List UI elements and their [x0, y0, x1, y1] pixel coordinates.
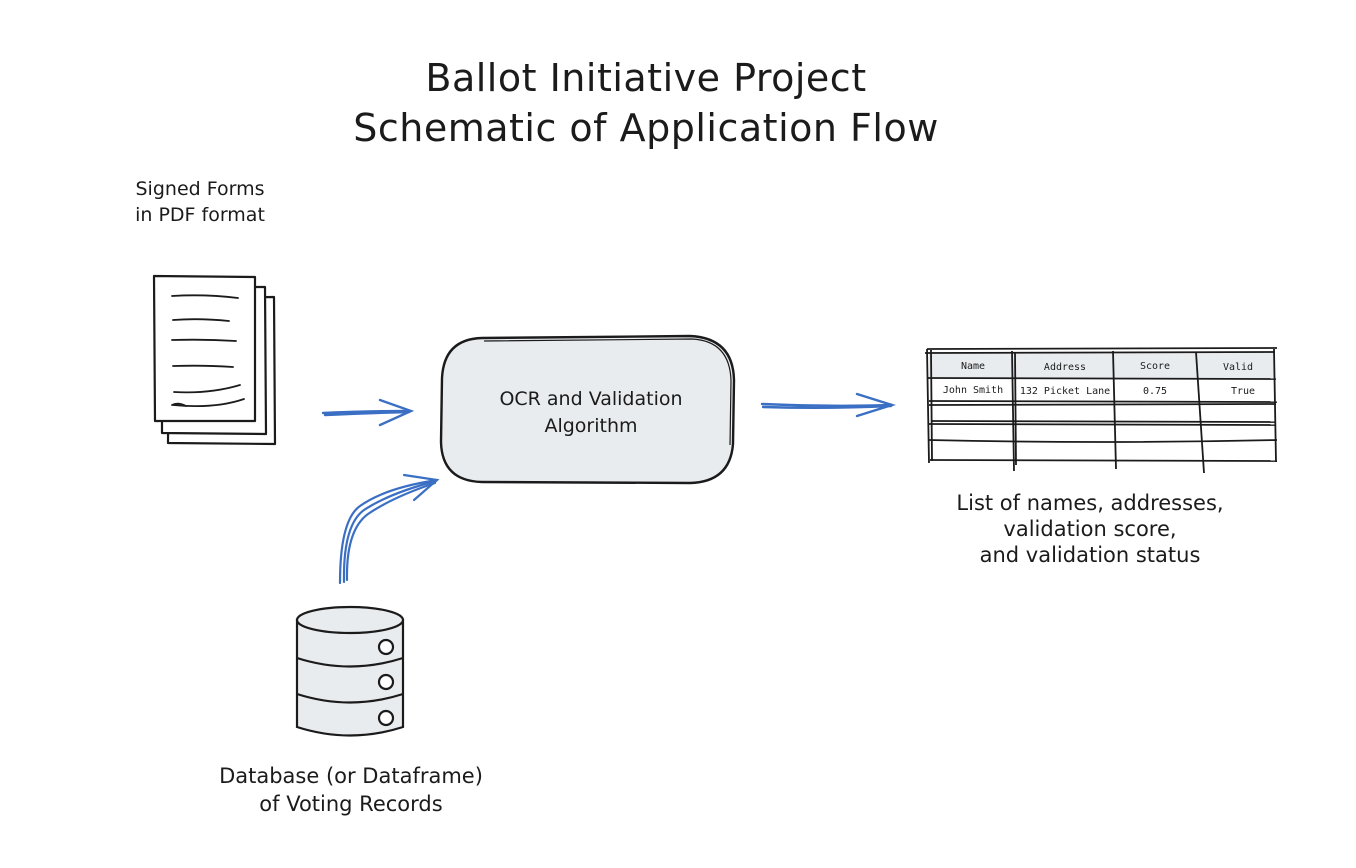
output-caption-line3: and validation status — [979, 543, 1201, 567]
database-icon — [295, 605, 405, 737]
forms-caption-line2: in PDF format — [135, 204, 265, 226]
database-caption-line1: Database (or Dataframe) — [219, 764, 483, 788]
diagram-title-line1: Ballot Initiative Project — [425, 56, 867, 100]
table-cell-score: 0.75 — [1143, 386, 1167, 397]
arrow-db-to-process — [338, 473, 440, 585]
database-caption: Database (or Dataframe) of Voting Record… — [176, 762, 526, 818]
document-stack-icon — [152, 274, 277, 446]
forms-caption-line1: Signed Forms — [135, 178, 265, 200]
output-caption-line1: List of names, addresses, — [956, 491, 1224, 515]
diagram-title-line2: Schematic of Application Flow — [353, 106, 939, 150]
arrow-forms-to-process — [321, 398, 415, 427]
process-label-line1: OCR and Validation — [499, 388, 683, 410]
process-box — [439, 334, 736, 485]
output-caption-line2: validation score, — [1003, 517, 1177, 541]
output-caption: List of names, addresses, validation sco… — [930, 490, 1250, 568]
arrow-process-to-table — [760, 392, 897, 418]
process-label-line2: Algorithm — [544, 415, 638, 437]
output-table — [924, 347, 1278, 474]
table-header-score: Score — [1140, 361, 1170, 372]
forms-caption: Signed Forms in PDF format — [100, 176, 300, 228]
table-header-valid: Valid — [1223, 362, 1253, 373]
table-header-name: Name — [961, 361, 985, 372]
database-caption-line2: of Voting Records — [259, 792, 443, 816]
table-cell-address: 132 Picket Lane — [1020, 386, 1110, 397]
table-header-address: Address — [1044, 362, 1086, 373]
process-label: OCR and Validation Algorithm — [446, 386, 736, 440]
table-cell-valid: True — [1231, 386, 1255, 397]
table-cell-name: John Smith — [943, 385, 1003, 396]
